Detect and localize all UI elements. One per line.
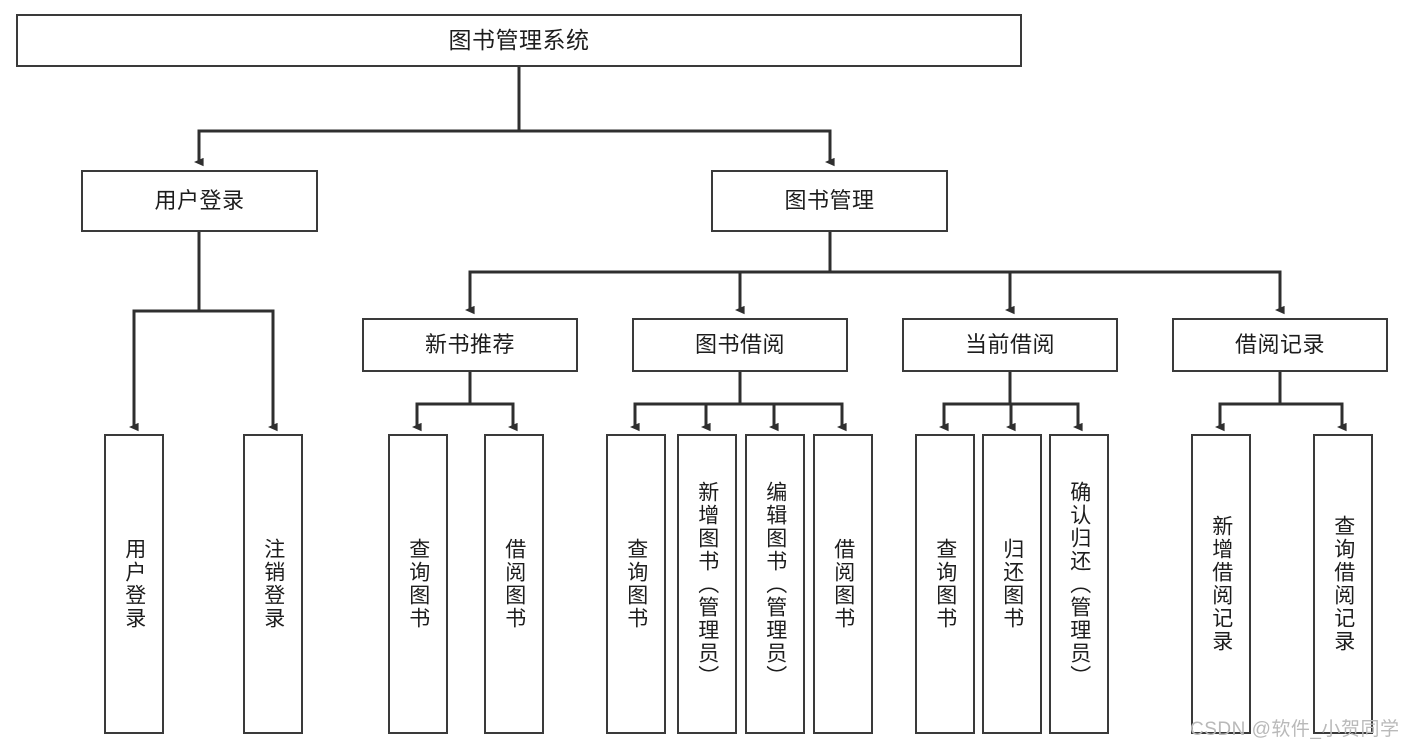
node-leaf-query-book-3[interactable]: 查询图书 — [915, 434, 975, 734]
node-label: 借阅图书 — [831, 538, 855, 630]
node-label: 新增借阅记录 — [1209, 515, 1233, 653]
node-book-borrow[interactable]: 图书借阅 — [632, 318, 848, 372]
node-label: 查询图书 — [624, 538, 648, 630]
node-leaf-query-borrow-record[interactable]: 查询借阅记录 — [1313, 434, 1373, 734]
node-leaf-return-book[interactable]: 归还图书 — [982, 434, 1042, 734]
node-label: 查询图书 — [406, 538, 430, 630]
node-leaf-add-book[interactable]: 新增图书（管理员） — [677, 434, 737, 734]
node-label: 用户登录 — [122, 538, 146, 630]
node-label: 图书管理系统 — [448, 26, 590, 53]
node-label: 图书借阅 — [694, 332, 785, 358]
node-label: 注销登录 — [261, 538, 285, 630]
node-label: 查询借阅记录 — [1331, 515, 1355, 653]
node-leaf-add-borrow-record[interactable]: 新增借阅记录 — [1191, 434, 1251, 734]
node-new-book-recommend[interactable]: 新书推荐 — [362, 318, 578, 372]
node-label: 借阅图书 — [502, 538, 526, 630]
node-label: 用户登录 — [154, 188, 245, 214]
node-root-book-management-system[interactable]: 图书管理系统 — [16, 14, 1022, 67]
node-book-management[interactable]: 图书管理 — [711, 170, 948, 232]
node-label: 编辑图书（管理员） — [763, 480, 787, 688]
node-leaf-borrow-book-1[interactable]: 借阅图书 — [484, 434, 544, 734]
node-leaf-confirm-return[interactable]: 确认归还（管理员） — [1049, 434, 1109, 734]
node-leaf-borrow-book-2[interactable]: 借阅图书 — [813, 434, 873, 734]
node-label: 归还图书 — [1000, 538, 1024, 630]
node-label: 当前借阅 — [964, 332, 1055, 358]
node-label: 图书管理 — [784, 188, 875, 214]
watermark-credit: CSDN @软件_小贺同学 — [1190, 719, 1400, 740]
node-borrow-record[interactable]: 借阅记录 — [1172, 318, 1388, 372]
node-label: 新书推荐 — [424, 332, 515, 358]
node-leaf-query-book-1[interactable]: 查询图书 — [388, 434, 448, 734]
node-leaf-edit-book[interactable]: 编辑图书（管理员） — [745, 434, 805, 734]
node-label: 借阅记录 — [1234, 332, 1325, 358]
node-leaf-user-login[interactable]: 用户登录 — [104, 434, 164, 734]
node-leaf-query-book-2[interactable]: 查询图书 — [606, 434, 666, 734]
node-label: 新增图书（管理员） — [695, 480, 719, 688]
node-label: 查询图书 — [933, 538, 957, 630]
node-label: 确认归还（管理员） — [1067, 480, 1091, 688]
node-current-borrow[interactable]: 当前借阅 — [902, 318, 1118, 372]
node-leaf-logout-login[interactable]: 注销登录 — [243, 434, 303, 734]
node-user-login[interactable]: 用户登录 — [81, 170, 318, 232]
